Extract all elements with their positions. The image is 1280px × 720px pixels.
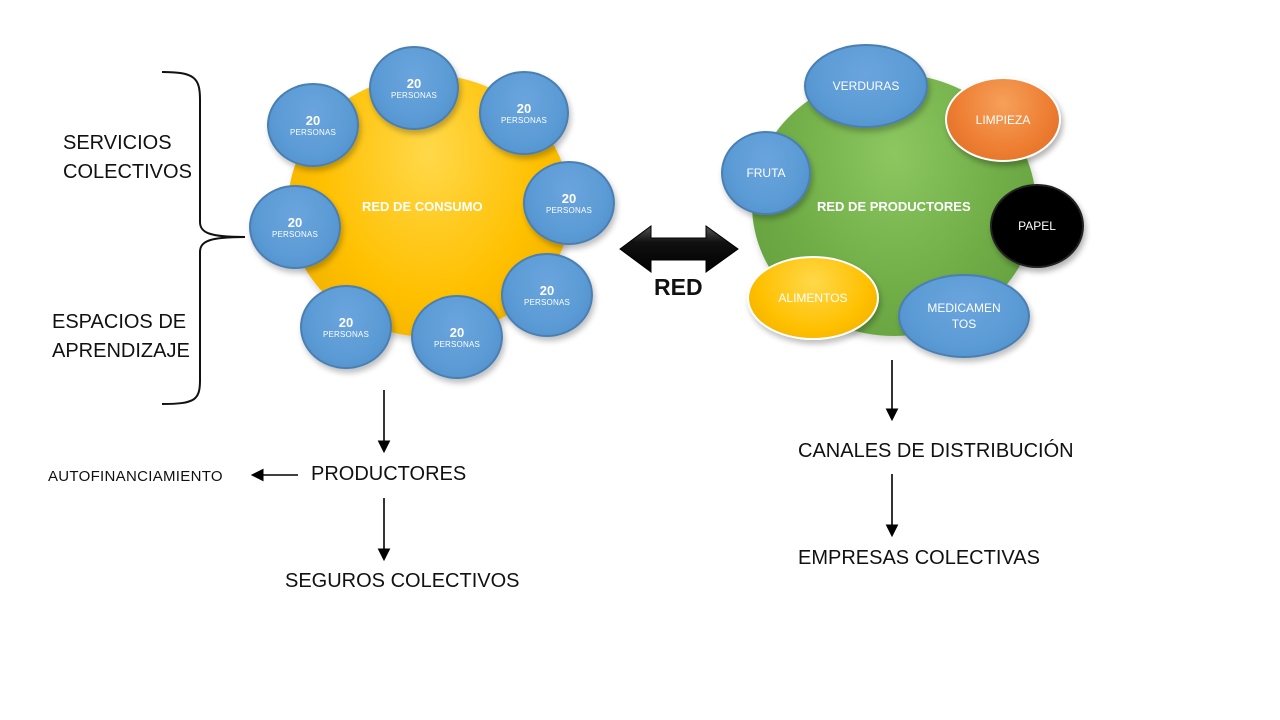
- medicamentos-circle: MEDICAMEN TOS: [898, 274, 1030, 358]
- left-brace: [161, 71, 246, 405]
- espacios-aprendizaje-label: ESPACIOS DE APRENDIZAJE: [52, 311, 190, 362]
- seguros-colectivos-label: SEGUROS COLECTIVOS: [285, 570, 520, 592]
- autofinanciamiento-label: AUTOFINANCIAMIENTO: [48, 468, 223, 485]
- red-de-consumo-title: RED DE CONSUMO: [362, 199, 483, 214]
- alimentos-circle: ALIMENTOS: [747, 256, 879, 340]
- double-arrow: [619, 225, 739, 273]
- fruta-circle: FRUTA: [721, 131, 811, 215]
- canales-distribucion-label: CANALES DE DISTRIBUCIÓN: [798, 440, 1074, 462]
- productores-label: PRODUCTORES: [311, 463, 467, 485]
- servicios-colectivos-label: SERVICIOS COLECTIVOS: [63, 132, 192, 183]
- verduras-circle: VERDURAS: [804, 44, 928, 128]
- limpieza-circle: LIMPIEZA: [945, 77, 1061, 162]
- papel-circle: PAPEL: [990, 184, 1084, 268]
- empresas-colectivas-label: EMPRESAS COLECTIVAS: [798, 547, 1040, 569]
- red-link-label: RED: [654, 274, 703, 300]
- red-de-productores-title: RED DE PRODUCTORES: [817, 199, 971, 214]
